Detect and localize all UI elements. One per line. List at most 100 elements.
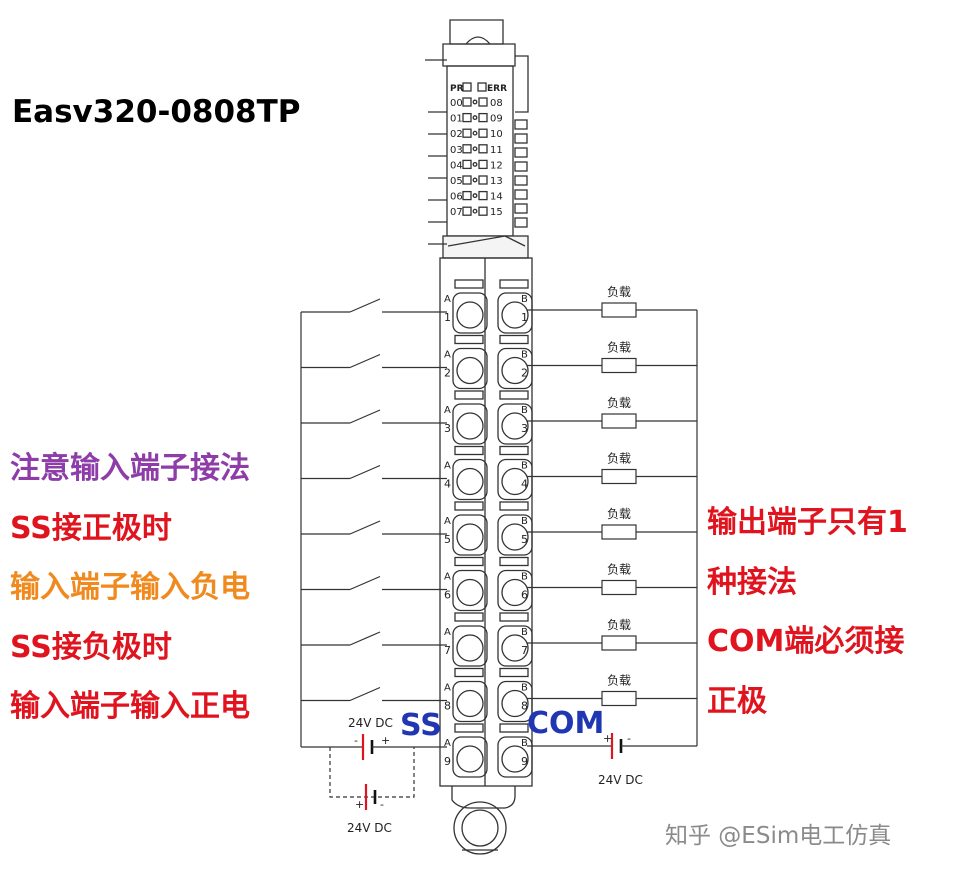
terminal-hole-right [501,745,529,773]
terminal-clamp-right [497,569,533,612]
led-label-right: 08 [490,98,503,109]
terminal-release-right [499,501,529,511]
led-box-pr [462,82,472,92]
led-label-err: ERR [487,84,507,94]
io-module [425,19,533,855]
terminal-clamp-left [452,514,488,556]
led-dot [472,177,478,183]
load-label: 负载 [607,674,631,688]
led-dot [472,193,478,199]
terminal-hole-right [501,634,529,662]
right-note-3: COM端必须接 [707,624,905,659]
supply-minus: - [380,798,384,811]
side-rib [514,175,528,186]
led-label-right: 14 [490,192,503,203]
led-label-left: 01 [450,114,463,125]
model-title: Easv320-0808TP [12,94,301,130]
terminal-row-left: 4 [444,478,451,491]
bottom-release-ring [453,801,507,855]
supply-minus: - [354,734,358,747]
led-box [478,97,488,107]
terminal-col-b: B [521,405,528,416]
terminal-hole-left [456,578,484,607]
load-resistor [601,357,637,374]
terminal-col-a: A [444,405,451,416]
terminal-body [439,257,533,787]
led-box [478,175,488,185]
led-box [478,159,488,170]
terminal-col-a: A [444,516,451,527]
terminal-hole-right [501,301,529,329]
input-switch [349,686,381,702]
terminal-hole-left [456,689,484,718]
led-box [462,97,472,107]
terminal-col-b: B [521,683,528,694]
led-label-right: 13 [490,176,503,187]
terminal-clamp-right [497,625,533,667]
led-box [462,206,472,216]
led-box [462,128,472,138]
load-label: 负载 [607,452,631,466]
led-label-right: 09 [490,114,503,125]
load-label: 负载 [607,507,631,521]
terminal-hole-left [456,634,484,662]
led-dot [472,146,478,152]
led-dot [472,130,478,136]
led-label-left: 04 [450,160,463,171]
terminal-release-left [454,612,484,622]
led-box [462,190,472,201]
led-label-left: 00 [450,98,463,109]
terminal-row-right: 6 [521,589,528,602]
load-resistor [601,413,637,429]
load-resistor [601,302,637,318]
load-label: 负载 [607,618,631,632]
terminal-row-right: 9 [521,755,528,768]
terminal-clamp-left [452,736,488,778]
side-rib [514,217,528,228]
ss-label: SS [400,708,442,743]
terminal-release-left [454,334,484,345]
left-note-2: SS接正极时 [10,510,172,546]
terminal-clamp-left [452,569,488,612]
terminal-col-b: B [521,627,528,638]
bottom-tab [451,786,516,809]
terminal-col-a: A [444,572,451,583]
terminal-col-a: A [444,627,451,638]
load-label: 负载 [607,396,631,410]
supply-plus: + [603,732,612,745]
terminal-col-a: A [444,461,451,472]
led-dot [472,208,478,214]
terminal-row-left: 8 [444,700,451,713]
right-note-1: 输出端子只有1 [707,505,908,540]
load-label: 负载 [607,563,631,577]
input-switch [349,353,381,369]
input-switch [349,575,381,591]
terminal-clamp-right [497,458,533,501]
terminal-clamp-left [452,347,488,390]
terminal-release-right [499,279,529,289]
terminal-row-right: 4 [521,478,528,491]
terminal-hole-left [456,467,484,496]
side-rib-top [515,55,529,113]
terminal-release-left [454,279,484,289]
terminal-row-right: 1 [521,311,528,324]
terminal-col-b: B [521,516,528,527]
terminal-hole-right [501,578,529,607]
terminal-clamp-left [452,625,488,667]
terminal-release-right [499,334,529,345]
terminal-row-left: 1 [444,311,451,324]
terminal-row-right: 3 [521,422,528,435]
led-box [462,159,472,170]
led-box [478,128,488,138]
side-rib [514,203,528,214]
terminal-col-b: B [521,461,528,472]
terminal-row-left: 5 [444,533,451,546]
led-dot [472,99,478,105]
terminal-release-left [454,445,484,456]
terminal-hole-right [501,689,529,718]
terminal-release-right [499,667,529,678]
supply-plus: + [381,734,390,747]
left-note-5: 输入端子输入正电 [10,689,250,724]
terminal-row-right: 2 [521,367,528,380]
terminal-hole-left [456,301,484,329]
